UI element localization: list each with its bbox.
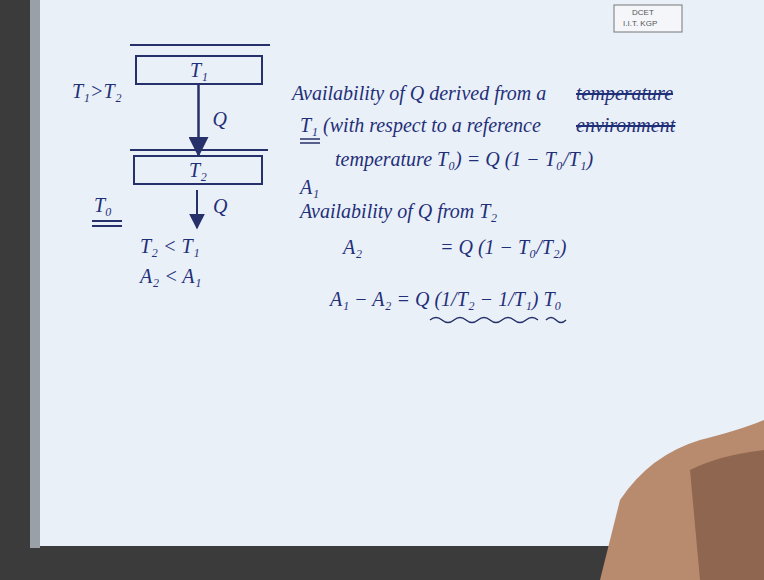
- stamp-text: I.I.T. KGP: [623, 19, 657, 28]
- inequality: T₂ < T₁: [140, 235, 200, 258]
- stamp-box: [614, 5, 682, 32]
- reservoir-box: T₂: [133, 155, 263, 185]
- underline: [300, 138, 320, 140]
- underline: [92, 225, 122, 227]
- frame-edge: [30, 0, 40, 548]
- environment-symbol: T₀: [94, 194, 112, 217]
- heat-arrow: [196, 190, 198, 228]
- condition: T₁>T₂: [72, 80, 122, 103]
- stamp-text: DCET: [632, 8, 654, 17]
- reservoir-box: T₁: [135, 55, 263, 85]
- reservoir-line: [130, 44, 270, 46]
- symbol: A₂: [343, 236, 362, 259]
- underline: [92, 220, 122, 222]
- statement: T₁ (with respect to a reference: [300, 114, 541, 137]
- temperature-label: T₁: [190, 59, 208, 81]
- heat-label: Q: [213, 108, 227, 131]
- underline: [300, 142, 320, 144]
- heat-arrow: [197, 85, 200, 155]
- equation: = Q (1 − T₀/T₂): [440, 236, 566, 259]
- statement: Availability of Q from T₂: [300, 200, 497, 223]
- symbol: A₁: [300, 176, 319, 199]
- hand-shadow: [690, 450, 764, 580]
- inequality: A₂ < A₁: [140, 265, 201, 288]
- struck-word: environment: [576, 114, 675, 137]
- statement: Availability of Q derived from a: [292, 82, 546, 105]
- equation: temperature T₀) = Q (1 − T₀/T₁): [335, 148, 593, 171]
- temperature-label: T₂: [189, 159, 207, 181]
- wavy-underline: [546, 318, 566, 323]
- heat-label: Q: [213, 195, 227, 218]
- hand: [600, 420, 764, 580]
- wavy-underline: [430, 318, 538, 323]
- equation: A₁ − A₂ = Q (1/T₂ − 1/T₁) T₀: [330, 288, 562, 311]
- struck-word: temperature: [576, 82, 673, 105]
